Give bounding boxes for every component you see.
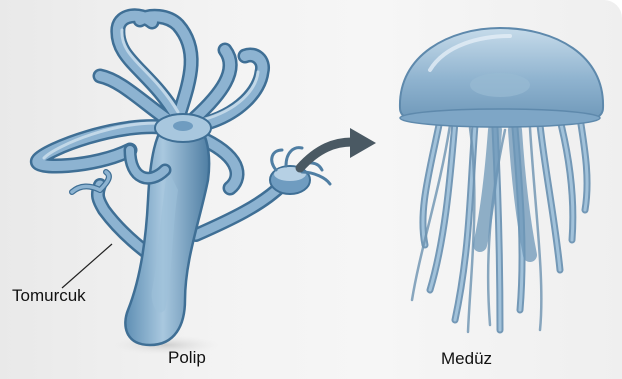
medusa-illustration — [400, 28, 603, 332]
leader-line — [62, 244, 112, 288]
bud-label: Tomurcuk — [12, 287, 86, 304]
polyp-label: Polip — [168, 349, 206, 366]
arrow-icon — [300, 128, 376, 168]
medusa-label: Medüz — [441, 350, 492, 367]
